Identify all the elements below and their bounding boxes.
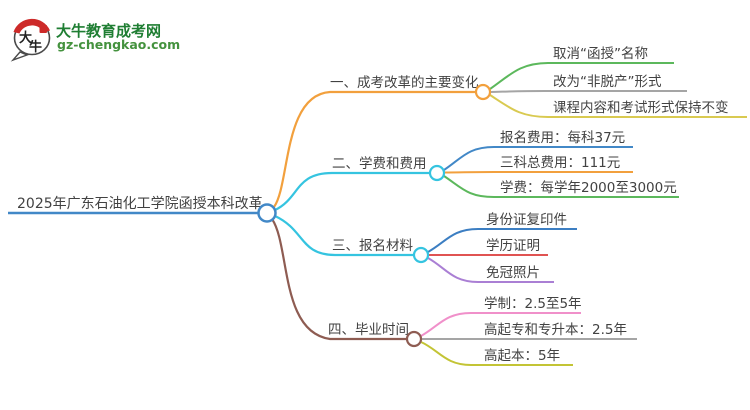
branch-1-child-1-line (489, 62, 674, 90)
logo-bubble-tail-icon (10, 51, 29, 62)
branch-3-child-1-label: 身份证复印件 (486, 211, 567, 228)
branch-1-child-1-label: 取消“函授”名称 (553, 46, 648, 62)
root-topic: 2025年广东石油化工学院函授本科改革 (8, 196, 263, 215)
branch-2-child-1-line (443, 146, 633, 171)
site-name: 大牛教育成考网 (56, 22, 161, 40)
branch-1-child-2-label: 改为“非脱产”形式 (553, 74, 662, 90)
branch-1-node (474, 83, 492, 101)
site-url: gz-chengkao.com (57, 37, 180, 52)
root-label: 2025年广东石油化工学院函授本科改革 (17, 196, 263, 212)
branch-3-child-2-label: 学历证明 (486, 238, 540, 254)
branch-3-child-3-line (427, 257, 554, 283)
branch-2-label: 二、学费和费用 (332, 156, 427, 172)
branch-3-node (412, 246, 430, 264)
branch-4-node (405, 330, 423, 348)
branch-3-child-3-label: 免冠照片 (486, 265, 540, 281)
branch-3-line (274, 215, 414, 257)
branch-4-child-1-line (420, 312, 581, 337)
branch-2-node (428, 164, 446, 182)
logo-seal-icon (39, 25, 47, 33)
branch-2-child-3-label: 学费：每学年2000至3000元 (500, 180, 677, 196)
branch-1-child-3-line (489, 94, 747, 118)
branch-1-label: 一、成考改革的主要变化 (330, 75, 479, 91)
branch-1-child-3-label: 课程内容和考试形式保持不变 (553, 99, 729, 116)
root-node (257, 203, 277, 223)
branch-4-child-1-label: 学制：2.5至5年 (484, 296, 582, 312)
site-logo: 大 牛 大牛教育成考网 gz-chengkao.com (10, 18, 180, 62)
branch-1-child-2-line (489, 90, 687, 93)
branch-1-line (273, 90, 476, 208)
logo-char-1: 大 (19, 30, 32, 46)
branch-2-child-2-line (443, 171, 633, 174)
branch-4-label: 四、毕业时间 (328, 322, 409, 338)
branch-2: 二、学费和费用 报名费用：每科37元 三科总费用：111元 学费：每学年2000… (274, 130, 679, 211)
logo-char-2: 牛 (29, 39, 42, 55)
branch-2-line (274, 171, 430, 211)
branch-3-child-1-line (427, 228, 577, 253)
logo-red-arc-icon (13, 18, 50, 34)
branch-3-label: 三、报名材料 (332, 238, 413, 254)
branch-1: 一、成考改革的主要变化 取消“函授”名称 改为“非脱产”形式 课程内容和考试形式… (273, 46, 747, 208)
branch-4: 四、毕业时间 学制：2.5至5年 高起专和专升本：2.5年 高起本：5年 (271, 218, 637, 366)
branch-2-child-1-label: 报名费用：每科37元 (500, 130, 625, 146)
branch-3: 三、报名材料 身份证复印件 学历证明 免冠照片 (274, 211, 577, 283)
branch-4-child-3-line (420, 341, 573, 366)
branch-2-child-2-label: 三科总费用：111元 (500, 155, 620, 171)
branch-2-child-3-line (443, 175, 679, 198)
branch-4-line (271, 218, 407, 341)
branch-4-child-3-label: 高起本：5年 (484, 347, 560, 364)
branch-4-child-2-label: 高起专和专升本：2.5年 (484, 321, 627, 338)
